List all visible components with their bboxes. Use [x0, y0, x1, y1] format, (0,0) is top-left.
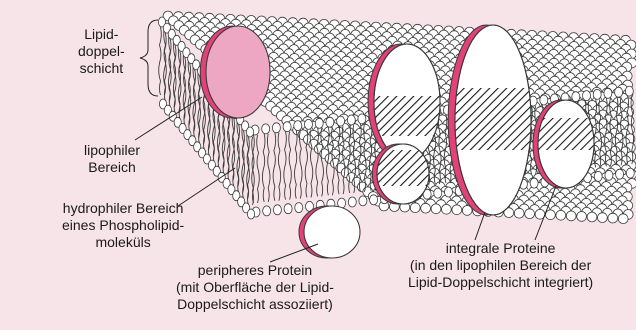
lipid-head [546, 210, 556, 220]
lipid-head [370, 195, 378, 205]
bilayer-bracket [140, 20, 158, 96]
lipid-tail [267, 134, 270, 202]
lipid-head [421, 203, 431, 213]
lipid-tail [273, 133, 276, 201]
lipid-head [410, 203, 420, 213]
lipid-head [347, 115, 355, 125]
label-integral-line-3: Lipid-Doppelschicht integriert) [408, 274, 593, 291]
label-integral-line-2: (in den lipophilen Bereich der [408, 257, 593, 274]
lipid-head [263, 206, 271, 216]
lipid-head [514, 208, 524, 218]
lipid-tail [284, 132, 287, 200]
lipid-head [608, 213, 618, 223]
lipid-head [326, 117, 334, 127]
lipid-head [625, 86, 633, 96]
lipid-tail [294, 131, 297, 199]
lipid-head [530, 178, 538, 188]
lipid-tail [289, 132, 292, 200]
label-integral-line-1: integrale Proteine [408, 240, 593, 257]
label-peripheral-line-1: peripheres Protein [176, 262, 334, 279]
protein-lipophilic-zone [455, 88, 531, 150]
lipid-head [273, 205, 281, 215]
lipid-head [572, 92, 580, 102]
label-hydrophilic-line-1: hydrophiler Bereich [62, 200, 184, 217]
protein-face [206, 26, 270, 118]
label-lipid-bilayer-line-1: Lipid- [78, 26, 125, 43]
integral-protein-3 [448, 25, 531, 215]
integral-protein-4 [533, 100, 594, 188]
lipid-head [337, 116, 345, 126]
label-peripheral-line-3: Doppelschicht assoziiert) [176, 296, 334, 313]
lipid-head [593, 89, 601, 99]
lipid-head [359, 196, 367, 206]
label-lipophilic-region: lipophiler Bereich [84, 142, 140, 176]
lipid-tail [159, 27, 162, 95]
label-hydrophilic-region: hydrophiler Bereich eines Phospholipid- … [62, 200, 184, 251]
label-hydrophilic-line-3: moleküls [62, 234, 184, 251]
protein-lipophilic-zone [377, 150, 429, 186]
lipid-head [452, 205, 462, 215]
lipid-head [615, 87, 623, 97]
lipid-head [540, 95, 548, 105]
lipid-head [284, 204, 292, 214]
lipid-head [272, 123, 280, 133]
label-integral-proteins: integrale Proteine (in den lipophilen Be… [408, 240, 593, 291]
lipid-head [566, 211, 576, 221]
protein-face [304, 206, 360, 258]
lipid-head [556, 210, 566, 220]
label-hydrophilic-line-2: eines Phospholipid- [62, 217, 184, 234]
lipid-head [246, 127, 253, 137]
lipid-head [604, 88, 612, 98]
peripheral-protein [299, 206, 360, 258]
lipid-head [305, 119, 313, 129]
lipid-head [587, 212, 597, 222]
lipid-head [442, 204, 452, 214]
lipid-head [247, 209, 254, 219]
lipid-head [594, 171, 602, 181]
label-peripheral-line-2: (mit Oberfläche der Lipid- [176, 279, 334, 296]
protein-lipophilic-zone [538, 118, 594, 150]
lipid-head [525, 209, 535, 219]
lipid-tail [257, 135, 260, 203]
protein-lipophilic-zone [374, 96, 440, 136]
lipid-tail [278, 133, 281, 201]
lipid-head [294, 121, 302, 131]
integral-protein-2 [372, 144, 429, 204]
leader-integral-a [475, 212, 485, 240]
lipid-head [626, 168, 634, 178]
lipid-head [348, 197, 356, 207]
lipid-head [315, 118, 323, 128]
label-lipid-bilayer-line-3: schicht [78, 60, 125, 77]
lipid-head [445, 187, 453, 197]
lipid-head [583, 91, 591, 101]
lipid-head [618, 214, 628, 224]
leader-lipophilic [135, 97, 202, 140]
lipid-head [598, 213, 608, 223]
protein-top-pink [200, 26, 270, 118]
lipid-head [434, 188, 442, 198]
lipid-head [605, 170, 613, 180]
lipid-tail [262, 134, 265, 202]
label-lipophilic-line-1: lipophiler [84, 142, 140, 159]
lipid-head [431, 204, 441, 214]
lipid-head [358, 114, 366, 124]
lipid-head [577, 212, 587, 222]
label-lipid-bilayer-line-2: doppel- [78, 43, 125, 60]
lipid-tail [299, 131, 302, 199]
lipid-head [295, 203, 303, 213]
lipid-head [616, 169, 624, 179]
label-peripheral-protein: peripheres Protein (mit Oberfläche der L… [176, 262, 334, 313]
label-lipid-bilayer: Lipid- doppel- schicht [78, 26, 125, 77]
label-lipophilic-line-2: Bereich [84, 159, 140, 176]
lipid-head [262, 124, 270, 134]
lipid-head [283, 122, 291, 132]
integral-protein-1 [368, 44, 440, 160]
